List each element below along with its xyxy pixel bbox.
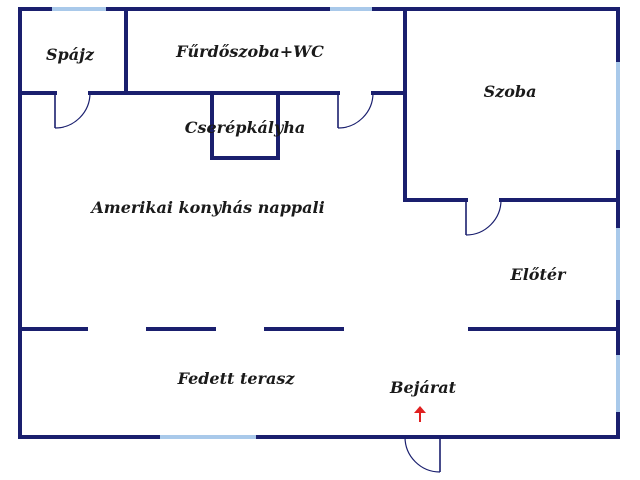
door-entrance (404, 436, 441, 473)
label-bedroom: Szoba (484, 82, 537, 101)
windows (52, 7, 620, 439)
label-entrance: Bejárat (389, 378, 457, 397)
arrow-up-icon (414, 406, 426, 422)
door-bathroom (337, 92, 374, 129)
label-stove: Cserépkályha (185, 118, 306, 137)
label-hall: Előtér (510, 265, 568, 284)
door-bedroom (465, 199, 502, 236)
inner-walls (18, 7, 620, 202)
door-pantry (54, 92, 91, 129)
label-bathroom: Fűrdőszoba+WC (175, 42, 324, 61)
stove-outline (210, 94, 280, 160)
label-pantry: Spájz (46, 45, 95, 64)
label-terrace: Fedett terasz (177, 369, 296, 388)
label-living-room: Amerikai konyhás nappali (89, 198, 324, 217)
outer-walls (18, 7, 620, 439)
